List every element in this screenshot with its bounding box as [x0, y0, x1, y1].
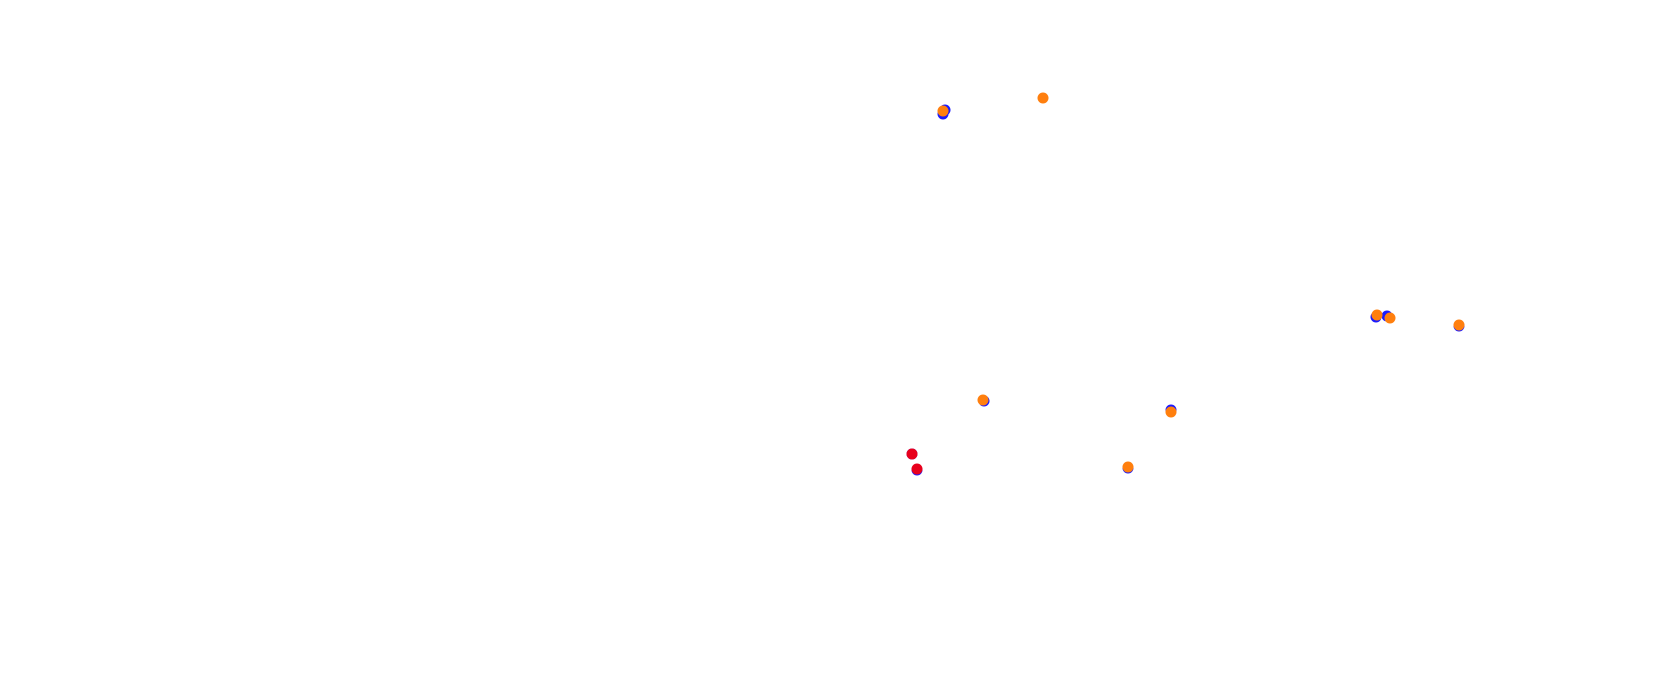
series-0 — [906, 104, 1465, 476]
data-point-1-5 — [1371, 309, 1383, 321]
data-point-1-3 — [1165, 406, 1177, 418]
series-1 — [937, 92, 1465, 473]
series-2 — [906, 448, 923, 475]
data-point-2-1 — [911, 463, 923, 475]
data-point-1-7 — [1453, 319, 1465, 331]
data-point-1-4 — [1122, 461, 1134, 473]
data-point-1-6 — [1384, 312, 1396, 324]
data-point-1-0 — [937, 105, 949, 117]
data-point-1-1 — [1037, 92, 1049, 104]
data-point-1-2 — [977, 394, 989, 406]
data-point-2-0 — [906, 448, 918, 460]
